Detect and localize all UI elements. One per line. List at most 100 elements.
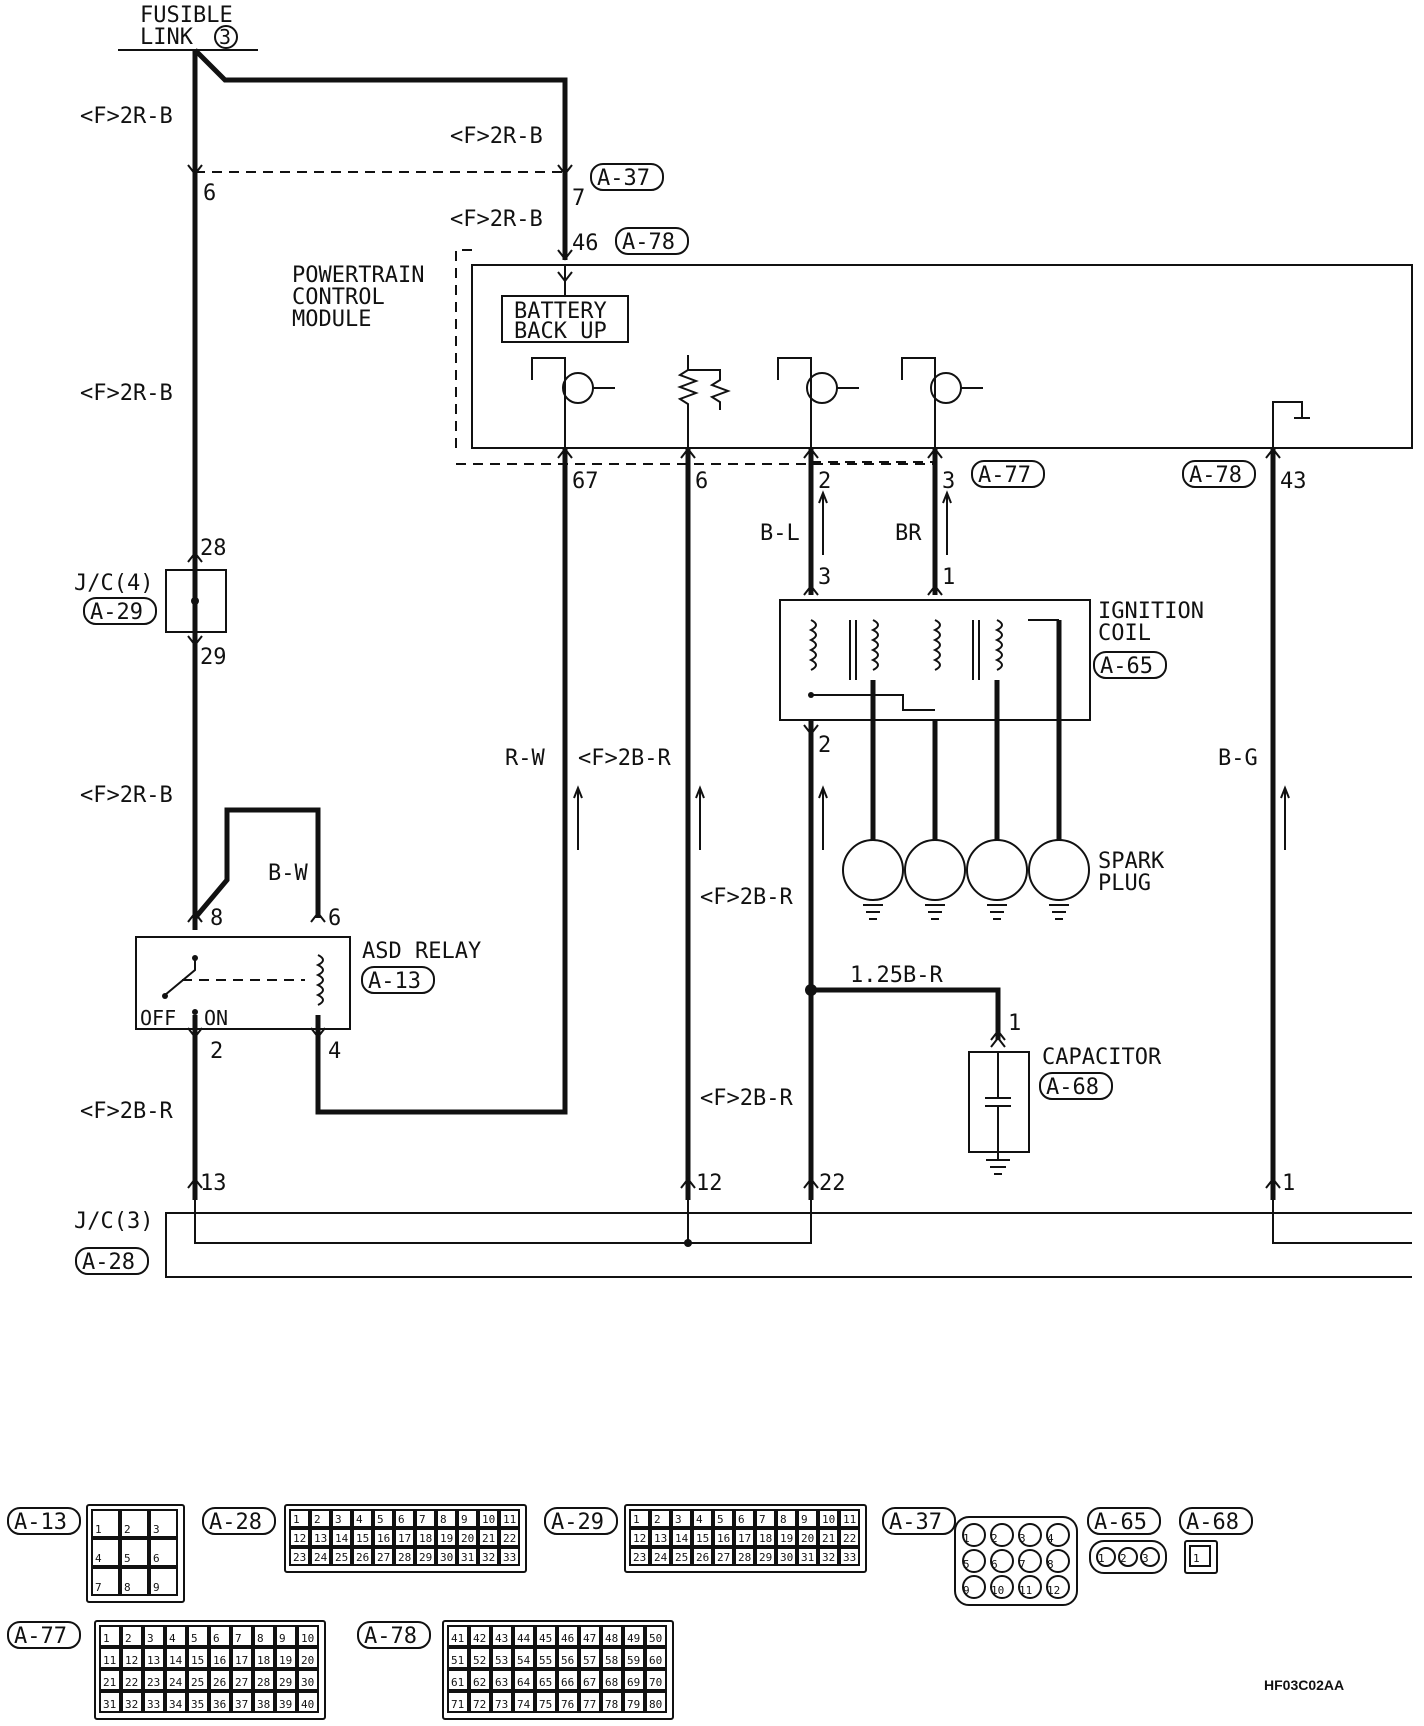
- connector-pin-number: 30: [301, 1676, 314, 1689]
- battery-backup-box: [501, 295, 629, 343]
- connector-pin-cell: [535, 1625, 557, 1647]
- connector-pin-number: 17: [738, 1532, 751, 1545]
- connector-pin-number: 9: [963, 1584, 970, 1597]
- wire-label-f2br-4: <F>2B-R: [700, 1086, 793, 1111]
- pcm-battery-arrow: [557, 271, 573, 283]
- pin-6: 6: [203, 181, 216, 206]
- jc4-box: [165, 569, 227, 633]
- connector-pin-cell: [645, 1625, 667, 1647]
- connector-pin-number: 65: [539, 1676, 552, 1689]
- jc3-pin-1: 1: [1282, 1171, 1295, 1196]
- connector-pin-cell: [513, 1647, 535, 1669]
- connector-pin-number: 12: [125, 1654, 138, 1667]
- spark-plug-label-1: SPARK: [1098, 849, 1165, 874]
- connector-pin-number: 10: [991, 1584, 1004, 1597]
- connector-pin-cell: [149, 1509, 178, 1538]
- connector-pin-number: 28: [738, 1551, 751, 1564]
- wire-label-br: BR: [895, 521, 922, 546]
- connector-pin-number: 19: [279, 1654, 292, 1667]
- connector-pin-number: 13: [654, 1532, 667, 1545]
- connector-face-label-a29: A-29: [551, 1510, 604, 1535]
- connector-face-outline-a37: [954, 1516, 1078, 1606]
- connector-pin-number: 33: [843, 1551, 856, 1564]
- connector-pin-number: 47: [583, 1632, 596, 1645]
- connector-pin-number: 5: [717, 1513, 724, 1526]
- connector-face-badge-a65: [1087, 1507, 1161, 1535]
- relay-pin-4: 4: [328, 1039, 341, 1064]
- connector-pin-cell: [645, 1691, 667, 1713]
- jc4-label: J/C(4): [74, 571, 153, 596]
- connector-pin-number: 26: [213, 1676, 226, 1689]
- connector-pin-number: 22: [843, 1532, 856, 1545]
- connector-pin-number: 59: [627, 1654, 640, 1667]
- connector-pin-cell: [253, 1647, 275, 1669]
- connector-pin-cell: [776, 1528, 797, 1547]
- connector-pin-cell: [650, 1547, 671, 1566]
- connector-pin-number: 28: [398, 1551, 411, 1564]
- connector-pin-number: 32: [125, 1698, 138, 1711]
- connector-pin-number: 52: [473, 1654, 486, 1667]
- connector-pin-number: 8: [440, 1513, 447, 1526]
- connector-pin-cell: [457, 1528, 478, 1547]
- connector-pin-cell: [601, 1691, 623, 1713]
- connector-pin-cell: [713, 1528, 734, 1547]
- connector-pin-number: 33: [503, 1551, 516, 1564]
- connector-pin-number: 29: [759, 1551, 772, 1564]
- connector-pin-number: 1: [633, 1513, 640, 1526]
- connector-pin-number: 46: [561, 1632, 574, 1645]
- connector-pin-number: 18: [759, 1532, 772, 1545]
- connector-pin-number: 18: [257, 1654, 270, 1667]
- connector-pin-number: 27: [235, 1676, 248, 1689]
- pin-29: 29: [200, 645, 227, 670]
- connector-pin-cell: [231, 1691, 253, 1713]
- connector-pin-cell: [447, 1647, 469, 1669]
- jc3-junction-dot: [684, 1239, 692, 1247]
- connector-pin-number: 6: [213, 1632, 220, 1645]
- connector-pin-cell: [1046, 1575, 1070, 1599]
- connector-pin-number: 26: [356, 1551, 369, 1564]
- connector-pin-number: 17: [235, 1654, 248, 1667]
- jc3-pin-12: 12: [696, 1171, 723, 1196]
- connector-pin-number: 33: [147, 1698, 160, 1711]
- connector-face-badge-a78: [357, 1621, 431, 1649]
- connector-pin-number: 8: [780, 1513, 787, 1526]
- connector-pin-cell: [692, 1547, 713, 1566]
- connector-pin-number: 4: [696, 1513, 703, 1526]
- wire-label-bw: B-W: [268, 861, 308, 886]
- connector-pin-number: 78: [605, 1698, 618, 1711]
- connector-pin-number: 25: [675, 1551, 688, 1564]
- pcm-label-3: MODULE: [292, 307, 371, 332]
- connector-pin-cell: [478, 1547, 499, 1566]
- connector-pin-cell: [394, 1509, 415, 1528]
- connector-pin-cell: [99, 1647, 121, 1669]
- connector-pin-cell: [275, 1691, 297, 1713]
- connector-pin-number: 27: [377, 1551, 390, 1564]
- connector-pin-cell: [91, 1509, 120, 1538]
- spark-plug-label-2: PLUG: [1098, 871, 1151, 896]
- connector-pin-cell: [310, 1528, 331, 1547]
- connector-badge-a78: [615, 227, 689, 255]
- connector-pin-number: 31: [801, 1551, 814, 1564]
- fusible-link-number-circle: [214, 25, 238, 49]
- connector-pin-number: 3: [1019, 1532, 1026, 1545]
- capacitor-symbol: [985, 1052, 1011, 1175]
- connector-pin-number: 64: [517, 1676, 531, 1689]
- connector-pin-cell: [557, 1669, 579, 1691]
- connector-pin-number: 23: [147, 1676, 160, 1689]
- wire-label-f2br-3: <F>2B-R: [700, 885, 793, 910]
- connector-pin-number: 29: [279, 1676, 292, 1689]
- connector-face-label-a77: A-77: [14, 1624, 67, 1649]
- connector-pin-number: 80: [649, 1698, 662, 1711]
- connector-pin-cell: [671, 1528, 692, 1547]
- connector-pin-cell: [352, 1509, 373, 1528]
- connector-pin-cell: [818, 1547, 839, 1566]
- connector-pin-cell: [143, 1625, 165, 1647]
- connector-face-outline-a77: [94, 1620, 326, 1720]
- connector-pin-cell: [253, 1669, 275, 1691]
- connector-pin-cell: [469, 1691, 491, 1713]
- asd-relay-internals: [162, 954, 324, 1015]
- connector-pin-number: 11: [1019, 1584, 1032, 1597]
- connector-face-badge-a68: [1179, 1507, 1253, 1535]
- connector-pin-cell: [187, 1669, 209, 1691]
